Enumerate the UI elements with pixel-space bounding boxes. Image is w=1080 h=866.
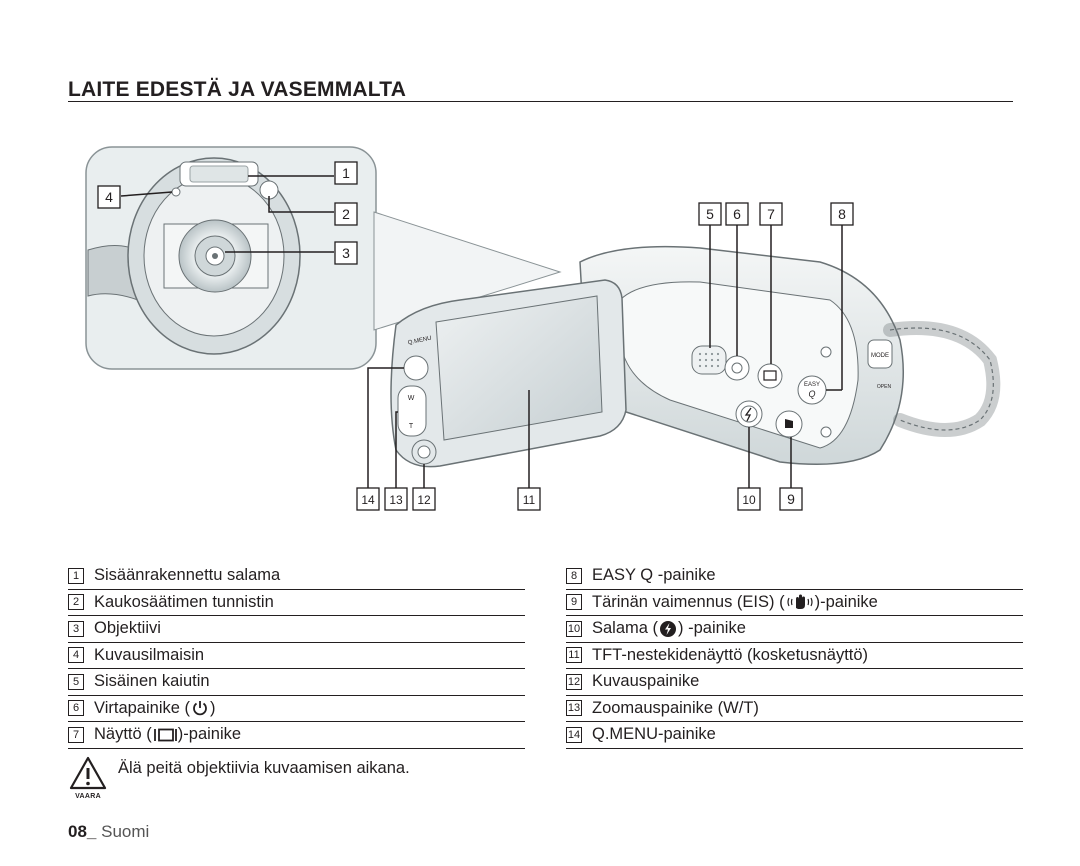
item-label-suffix: )-painike — [177, 725, 242, 744]
item-label: Kaukosäätimen tunnistin — [94, 592, 274, 611]
list-item: 1 Sisäänrakennettu salama — [68, 563, 525, 590]
page-number: 08_ — [68, 822, 97, 841]
parts-list-right: 8 EASY Q -painike 9 Tärinän vaimennus (E… — [566, 563, 1023, 749]
item-label-suffix: )-painike — [814, 592, 878, 611]
list-item: 8 EASY Q -painike — [566, 563, 1023, 590]
mode-label: MODE — [871, 353, 889, 359]
item-number: 4 — [68, 647, 84, 664]
item-number: 12 — [566, 673, 582, 690]
callout-13: 13 — [389, 493, 403, 507]
parts-list-left: 1 Sisäänrakennettu salama 2 Kaukosäätime… — [68, 563, 525, 749]
item-label-suffix: ) -painike — [678, 619, 746, 638]
item-number: 2 — [68, 594, 84, 611]
item-label: Kuvauspainike — [592, 672, 700, 691]
warning-label: VAARA — [75, 793, 101, 800]
list-item: 2 Kaukosäätimen tunnistin — [68, 590, 525, 616]
warning-note: VAARA Älä peitä objektiivia kuvaamisen a… — [68, 755, 668, 805]
item-number: 13 — [566, 700, 582, 717]
list-item: 12 Kuvauspainike — [566, 669, 1023, 696]
zoom-rocker — [397, 385, 427, 437]
item-number: 5 — [68, 673, 84, 690]
item-number: 6 — [68, 700, 84, 717]
item-label: Tärinän vaimennus (EIS) ( — [592, 592, 785, 611]
page-footer: 08_ Suomi — [68, 822, 149, 842]
callout-14: 14 — [361, 493, 375, 507]
callout-8: 8 — [838, 206, 846, 222]
item-label-suffix: ) — [210, 698, 216, 717]
list-item: 14 Q.MENU-painike — [566, 722, 1023, 749]
easy-label: EASY — [804, 382, 820, 388]
title-rule — [68, 101, 1013, 102]
item-label: Q.MENU-painike — [592, 725, 716, 744]
page-title: LAITE EDESTÄ JA VASEMMALTA — [68, 78, 407, 101]
item-number: 3 — [68, 620, 84, 637]
item-label: Objektiivi — [94, 619, 161, 638]
item-number: 14 — [566, 726, 582, 743]
list-item: 4 Kuvausilmaisin — [68, 643, 525, 669]
item-label: Sisäänrakennettu salama — [94, 566, 281, 585]
list-item: 10 Salama ( ) -painike — [566, 616, 1023, 643]
item-label: Salama ( — [592, 619, 659, 638]
zoom-w-label: W — [408, 395, 415, 402]
list-item: 3 Objektiivi — [68, 616, 525, 643]
callout-9: 9 — [787, 491, 795, 507]
list-item: 7 Näyttö ( )-painike — [68, 722, 525, 749]
callout-1: 1 — [342, 165, 350, 181]
callout-3: 3 — [342, 245, 350, 261]
item-number: 7 — [68, 726, 84, 743]
warning-triangle-icon — [69, 756, 107, 790]
open-label: OPEN — [877, 384, 892, 390]
qmenu-label: Q.MENU — [407, 336, 432, 347]
item-label: Zoomauspainike (W/T) — [592, 698, 759, 717]
item-number: 11 — [566, 647, 582, 664]
power-button — [724, 355, 750, 381]
callout-5: 5 — [706, 206, 714, 222]
list-item: 13 Zoomauspainike (W/T) — [566, 696, 1023, 722]
anti-shake-icon — [786, 594, 813, 610]
zoom-t-label: T — [409, 423, 414, 430]
item-label: Virtapainike ( — [94, 698, 190, 717]
list-item: 9 Tärinän vaimennus (EIS) ( )-painike — [566, 590, 1023, 616]
item-label: TFT-nestekidenäyttö (kosketusnäyttö) — [592, 645, 869, 664]
callout-7: 7 — [767, 206, 775, 222]
warning-text: Älä peitä objektiivia kuvaamisen aikana. — [118, 759, 410, 777]
flash-button — [735, 400, 763, 428]
item-number: 9 — [566, 594, 582, 611]
mode-button — [867, 339, 893, 369]
qmenu-button — [403, 355, 429, 381]
item-number: 10 — [566, 620, 582, 637]
item-label: EASY Q -painike — [592, 566, 716, 585]
callout-12: 12 — [417, 493, 431, 507]
list-item: 11 TFT-nestekidenäyttö (kosketusnäyttö) — [566, 643, 1023, 669]
callout-2: 2 — [342, 206, 350, 222]
item-label: Sisäinen kaiutin — [94, 672, 210, 691]
recording-lamp — [171, 187, 181, 197]
camcorder-illustration: EASY Q MODE OPEN Q.MENU W T — [85, 146, 1001, 511]
lcd-screen — [435, 295, 603, 441]
callout-4: 4 — [105, 189, 113, 205]
callout-11: 11 — [523, 493, 536, 507]
item-label: Kuvausilmaisin — [94, 645, 205, 664]
list-item: 5 Sisäinen kaiutin — [68, 669, 525, 696]
display-icon — [153, 728, 177, 742]
display-button — [757, 363, 783, 389]
page-language: Suomi — [101, 822, 150, 841]
flash-icon — [660, 620, 677, 637]
item-number: 1 — [68, 567, 84, 584]
callout-6: 6 — [733, 206, 741, 222]
list-item: 6 Virtapainike ( ) — [68, 696, 525, 722]
power-icon — [193, 701, 207, 716]
item-number: 8 — [566, 567, 582, 584]
easy-q-label: Q — [808, 389, 815, 399]
item-label: Näyttö ( — [94, 725, 152, 744]
speaker-grille — [691, 345, 727, 375]
callout-10: 10 — [742, 493, 756, 507]
